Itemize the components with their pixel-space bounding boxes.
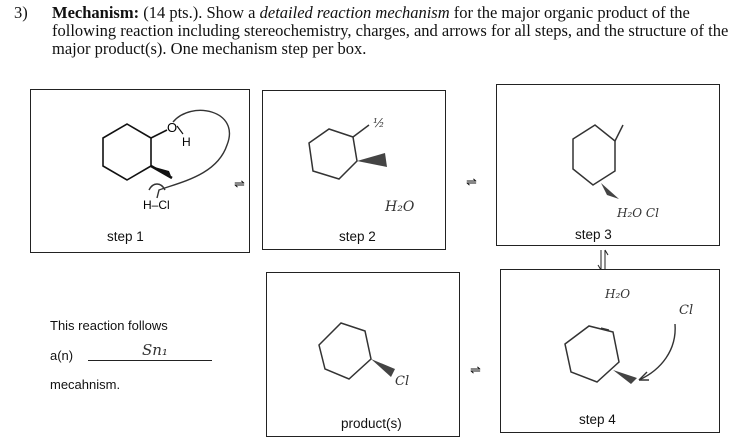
- step2-water: H₂O: [384, 199, 415, 215]
- step3-water-cl: H₂O Cl: [616, 206, 659, 220]
- step1-hydrogen: H: [182, 135, 191, 149]
- step4-structure: H₂O Cl: [564, 287, 693, 384]
- step4-cl: Cl: [679, 303, 693, 318]
- question-number: 3): [14, 3, 28, 22]
- reaction-type-line3: mecahnism.: [50, 377, 121, 392]
- step3-box: H₂O Cl step 3: [496, 84, 720, 246]
- reaction-type-answer: Sn₁: [142, 341, 168, 359]
- step3-structure: H₂O Cl: [572, 124, 659, 220]
- equilibrium-arrow-vertical: [597, 249, 609, 271]
- step3-label: step 3: [575, 227, 612, 242]
- question-body: for the major organic product of the fol…: [52, 3, 729, 58]
- product-label: product(s): [341, 416, 402, 431]
- question-title: Mechanism:: [52, 3, 140, 22]
- equilibrium-arrow-2: ⇌: [466, 174, 477, 189]
- product-box: Cl product(s): [266, 272, 460, 437]
- step2-top-note: ½: [373, 116, 385, 130]
- reaction-type-blank: [88, 360, 212, 361]
- step4-label: step 4: [579, 412, 616, 427]
- step4-box: H₂O Cl step 4: [500, 269, 720, 433]
- step1-oxygen: O: [167, 120, 177, 135]
- step1-label: step 1: [107, 229, 144, 244]
- reaction-type-line1: This reaction follows: [50, 318, 168, 333]
- step2-label: step 2: [339, 229, 376, 244]
- equilibrium-arrow-1: ⇌: [234, 176, 245, 191]
- step2-structure: ½ H₂O: [308, 116, 415, 215]
- question-points: (14 pts.). Show a: [139, 3, 260, 22]
- product-structure: Cl: [318, 322, 409, 389]
- equilibrium-arrow-3: ⇌: [470, 362, 481, 377]
- step1-box: O H H–Cl step 1: [30, 89, 250, 253]
- question-italic: detailed reaction mechanism: [259, 3, 450, 22]
- product-cl: Cl: [395, 374, 409, 389]
- question-text: Mechanism: (14 pts.). Show a detailed re…: [52, 4, 732, 58]
- step4-water: H₂O: [604, 287, 630, 301]
- reaction-type-prefix: a(n): [50, 348, 74, 363]
- step1-structure: O H H–Cl: [102, 109, 231, 212]
- step2-box: ½ H₂O step 2: [262, 90, 446, 250]
- step1-hcl: H–Cl: [143, 198, 170, 212]
